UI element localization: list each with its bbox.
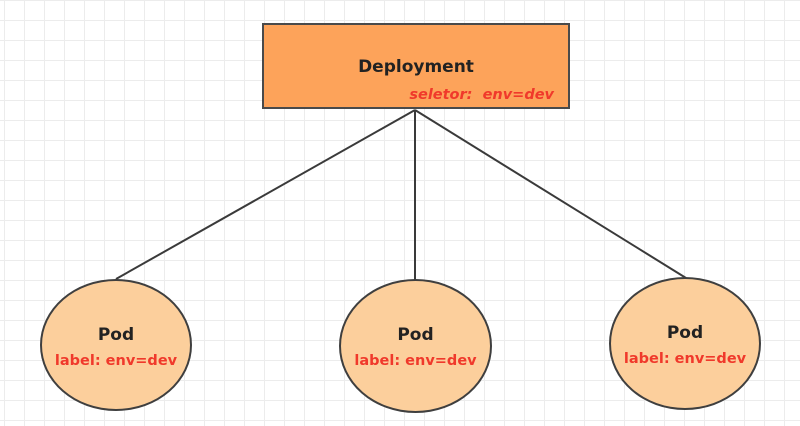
pod-title: Pod [666,323,704,343]
connector-line-pod-3 [414,109,687,279]
deployment-selector: seletor: env=dev [409,87,554,103]
pod-title: Pod [97,325,135,345]
deployment-node[interactable]: Deployment seletor: env=dev [262,23,570,109]
pod-label: label: env=dev [623,351,747,367]
pod-label: label: env=dev [54,353,178,369]
connector-line-pod-1 [115,109,416,280]
pod-node-2[interactable]: Pod label: env=dev [339,279,492,413]
pod-label: label: env=dev [354,353,477,369]
pod-node-1[interactable]: Pod label: env=dev [40,279,192,411]
pod-title: Pod [397,325,434,345]
deployment-title: Deployment [358,57,474,77]
pod-node-3[interactable]: Pod label: env=dev [609,277,761,410]
